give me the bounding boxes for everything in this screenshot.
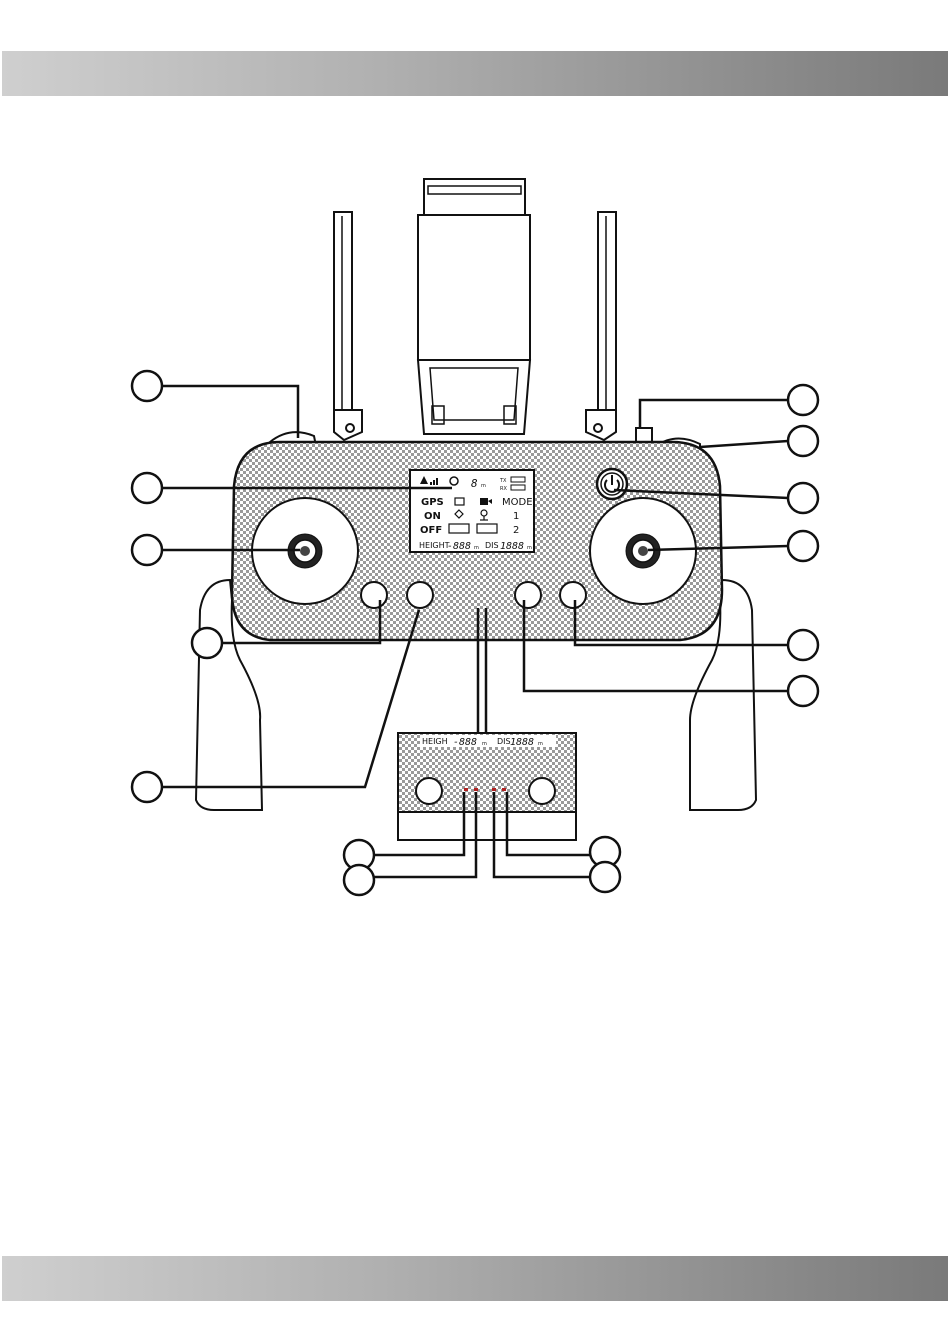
inset-detail: HEIGH -888 m DIS 1888 m bbox=[398, 733, 576, 840]
lcd-gps-label: GPS bbox=[421, 497, 444, 508]
callout-marker bbox=[132, 535, 162, 565]
lcd-dis-unit: m bbox=[527, 545, 532, 551]
lcd-mode-1: 1 bbox=[513, 511, 519, 522]
left-antenna bbox=[334, 212, 362, 440]
callout-marker bbox=[788, 426, 818, 456]
inset-dis-unit: m bbox=[538, 741, 543, 747]
power-button[interactable] bbox=[597, 469, 627, 499]
inset-height-label: HEIGH bbox=[422, 737, 448, 746]
lcd-off-label: OFF bbox=[420, 525, 442, 536]
inset-left-button[interactable] bbox=[416, 778, 442, 804]
callout-marker bbox=[788, 630, 818, 660]
right-antenna bbox=[586, 212, 616, 440]
callout-marker bbox=[192, 628, 222, 658]
button-3[interactable] bbox=[515, 582, 541, 608]
button-1[interactable] bbox=[361, 582, 387, 608]
lcd-dis-label: DIS bbox=[485, 541, 499, 550]
callout-marker bbox=[788, 385, 818, 415]
callout-marker bbox=[788, 531, 818, 561]
inset-right-button[interactable] bbox=[529, 778, 555, 804]
inset-dis-label: DIS bbox=[497, 737, 511, 746]
lcd-rx-label: RX bbox=[500, 486, 507, 492]
button-4[interactable] bbox=[560, 582, 586, 608]
callout-marker bbox=[590, 862, 620, 892]
callout-marker bbox=[132, 371, 162, 401]
inset-dis-value: 1888 bbox=[510, 737, 534, 748]
phone-holder bbox=[418, 179, 530, 434]
lcd-mode-2: 2 bbox=[513, 525, 519, 536]
lcd-height-label: HEIGHT bbox=[419, 541, 450, 550]
inset-height-unit: m bbox=[482, 741, 487, 747]
callout-marker bbox=[132, 473, 162, 503]
callout-marker bbox=[788, 483, 818, 513]
lcd-channel-unit: m bbox=[481, 483, 486, 489]
callout-marker bbox=[344, 865, 374, 895]
lcd-dis-value: 1888 bbox=[500, 541, 524, 552]
right-control-stick[interactable] bbox=[590, 498, 696, 604]
inset-height-value: -888 bbox=[453, 737, 477, 748]
lcd-mode-label: MODE bbox=[502, 497, 533, 508]
lcd-tx-label: TX bbox=[499, 478, 507, 484]
callout-marker bbox=[132, 772, 162, 802]
lcd-screen: 8 m TX RX GPS MODE ON 1 OFF 2 HEIGHT -88… bbox=[410, 470, 534, 552]
button-2[interactable] bbox=[407, 582, 433, 608]
lcd-height-value: -888 bbox=[447, 541, 471, 552]
callout-marker bbox=[788, 676, 818, 706]
lcd-height-unit: m bbox=[474, 545, 479, 551]
lcd-channel-value: 8 bbox=[471, 477, 478, 490]
lcd-on-label: ON bbox=[424, 511, 441, 522]
